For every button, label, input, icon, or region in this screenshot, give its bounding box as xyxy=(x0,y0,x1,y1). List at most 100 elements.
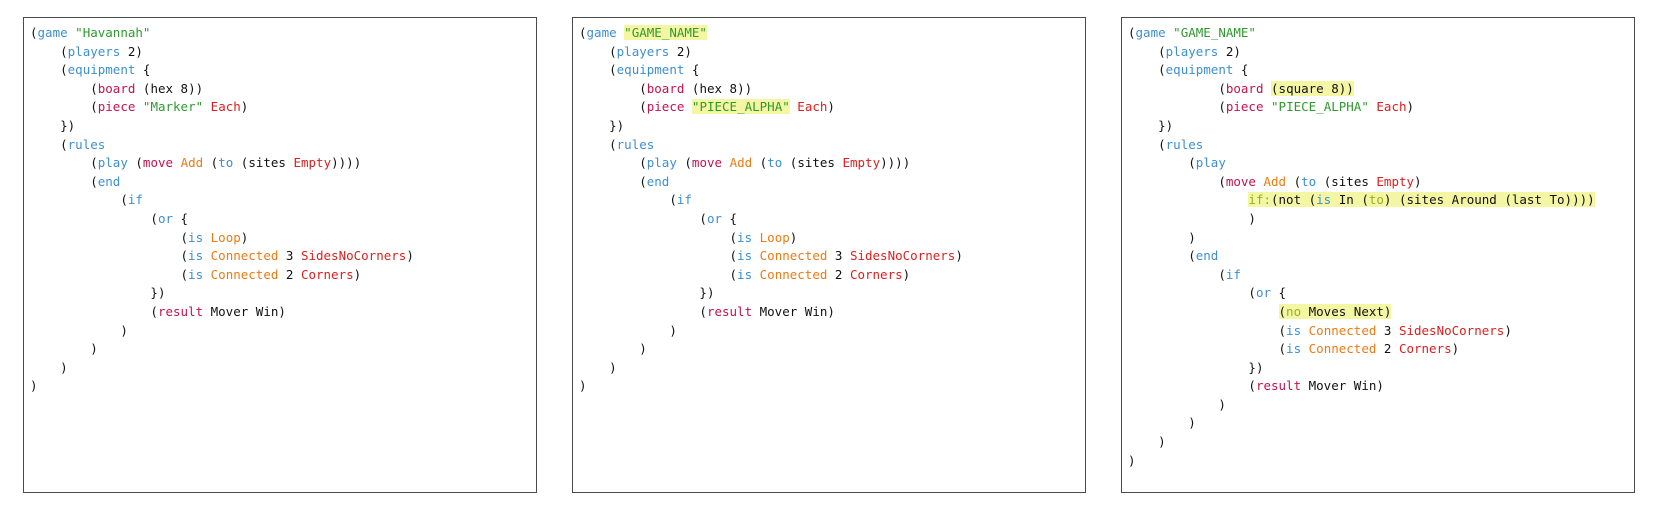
code-token: ) xyxy=(955,248,963,264)
code-token xyxy=(203,230,211,245)
code-line: (or { xyxy=(30,210,532,229)
code-token: ( xyxy=(609,62,617,78)
code-token: 3 xyxy=(827,248,850,264)
code-line: (no Moves Next) xyxy=(1128,303,1630,322)
code-token: "Havannah" xyxy=(75,25,151,40)
code-line: (is Connected 3 SidesNoCorners) xyxy=(30,247,532,266)
code-token: }) xyxy=(150,285,166,301)
code-token xyxy=(1263,81,1271,96)
code-token: ( xyxy=(699,210,707,226)
code-token: }) xyxy=(1248,359,1264,375)
code-token: ( xyxy=(1128,25,1136,40)
code-token: ( xyxy=(30,25,38,40)
code-line: (is Connected 3 SidesNoCorners) xyxy=(579,247,1081,266)
code-panel-original: (game "Havannah" (players 2) (equipment … xyxy=(23,17,537,493)
code-token xyxy=(1301,323,1309,338)
code-token: result xyxy=(706,303,753,319)
code-token: ( xyxy=(150,210,158,226)
code-line: ) xyxy=(1128,414,1630,433)
code-token: ( xyxy=(60,62,68,78)
code-token: 2) xyxy=(120,43,143,59)
code-token: Each xyxy=(797,99,828,115)
code-token: { xyxy=(1271,285,1287,301)
code-line: (game "Havannah" xyxy=(30,24,532,43)
code-line: ) xyxy=(1128,452,1630,471)
code-token: ) xyxy=(1218,396,1226,412)
code-token: Connected xyxy=(759,248,828,264)
code-token: 3 xyxy=(1376,322,1399,338)
code-token: 2) xyxy=(669,43,692,59)
highlighted-token: Moves Next) xyxy=(1301,303,1392,319)
code-token: ( xyxy=(120,192,128,208)
code-token: 2 xyxy=(1376,341,1399,357)
code-token: ) xyxy=(1504,322,1512,338)
code-token: or xyxy=(706,210,723,226)
code-token: ( xyxy=(1286,173,1302,189)
code-token: ) xyxy=(609,359,617,375)
code-token: Add xyxy=(180,155,204,171)
highlighted-token: (square 8)) xyxy=(1271,80,1354,96)
code-token xyxy=(203,99,211,114)
code-token: is xyxy=(188,229,204,245)
code-token: rules xyxy=(616,136,655,152)
code-line: (or { xyxy=(579,210,1081,229)
code-token: ( xyxy=(639,80,647,96)
code-token: ) xyxy=(1451,341,1460,357)
code-token: Mover Win) xyxy=(203,303,286,319)
code-token: ) xyxy=(240,99,249,115)
code-token xyxy=(752,248,760,263)
code-token: ( xyxy=(639,155,647,171)
highlighted-token: In ( xyxy=(1331,192,1369,208)
highlighted-token: "GAME_NAME" xyxy=(624,25,707,40)
code-line: (board (hex 8)) xyxy=(579,80,1081,99)
code-token: Connected xyxy=(210,248,279,264)
code-token: { xyxy=(173,210,189,226)
code-token: "PIECE_ALPHA" xyxy=(1271,99,1369,115)
code-token: ) xyxy=(30,378,38,394)
code-token: ( xyxy=(1278,322,1287,338)
highlighted-token: "PIECE_ALPHA" xyxy=(691,99,790,115)
code-token: Add xyxy=(729,155,753,171)
code-token: ( xyxy=(699,303,707,319)
code-token: 3 xyxy=(278,248,301,264)
code-token: if xyxy=(676,192,692,208)
code-token: Each xyxy=(1376,99,1407,115)
code-token: (hex 8)) xyxy=(684,80,753,96)
code-token: { xyxy=(135,62,151,78)
code-token: ) xyxy=(1406,99,1415,115)
code-token: ( xyxy=(60,43,68,59)
code-line: (end xyxy=(1128,247,1630,266)
code-token: rules xyxy=(67,136,106,152)
code-token: Empty xyxy=(293,155,332,171)
code-line: }) xyxy=(30,117,532,136)
code-token: (hex 8)) xyxy=(135,80,204,96)
highlighted-token: if: xyxy=(1248,192,1271,208)
code-line: ) xyxy=(1128,210,1630,229)
code-token: ( xyxy=(90,173,98,189)
code-line: (play (move Add (to (sites Empty)))) xyxy=(579,154,1081,173)
code-line: (is Connected 2 Corners) xyxy=(1128,340,1630,359)
code-token: result xyxy=(1255,378,1302,394)
code-token: ( xyxy=(676,155,692,171)
code-line: (equipment { xyxy=(1128,61,1630,80)
code-token: }) xyxy=(699,285,715,301)
code-token: ) xyxy=(1188,415,1196,431)
code-token: or xyxy=(1255,285,1272,301)
code-token: ) xyxy=(60,359,68,375)
code-token: }) xyxy=(1158,117,1174,133)
code-token: Empty xyxy=(1376,173,1415,189)
code-token: game xyxy=(37,25,68,40)
code-line: (if xyxy=(1128,266,1630,285)
code-token: if xyxy=(1225,266,1241,282)
code-token: if xyxy=(127,192,143,208)
code-token: players xyxy=(1165,43,1219,59)
code-token: result xyxy=(157,303,204,319)
code-token: ) xyxy=(120,322,128,338)
code-token: { xyxy=(684,62,700,78)
code-token: ) xyxy=(789,229,798,245)
code-line: ) xyxy=(1128,396,1630,415)
code-token: Mover Win) xyxy=(1301,378,1384,394)
code-token xyxy=(722,155,730,170)
code-token: ) xyxy=(579,378,587,394)
code-token: ) xyxy=(1414,173,1422,189)
